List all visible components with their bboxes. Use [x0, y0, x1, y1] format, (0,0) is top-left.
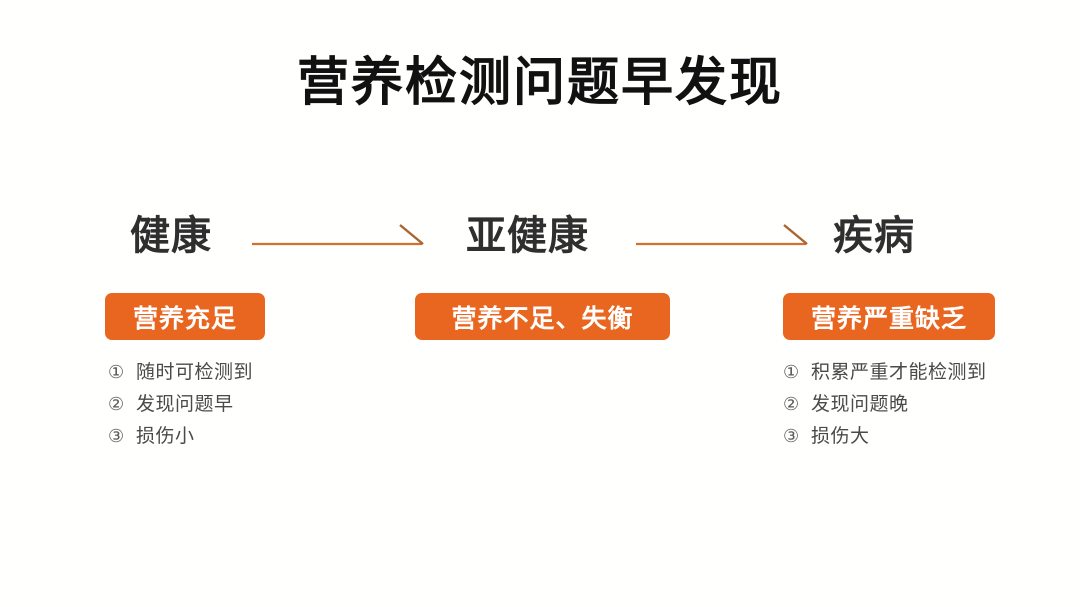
list-item: ② 发现问题晚	[783, 388, 987, 420]
stage-heading-health: 健康	[130, 214, 212, 258]
bullet-list-disease: ① 积累严重才能检测到 ② 发现问题晚 ③ 损伤大	[783, 356, 987, 452]
list-item-label: 损伤小	[136, 426, 195, 447]
status-badge-adequate-nutrition: 营养充足	[105, 293, 265, 340]
list-marker-icon: ①	[783, 362, 800, 382]
list-item-label: 随时可检测到	[136, 362, 254, 383]
list-marker-icon: ②	[783, 394, 800, 414]
list-item-label: 发现问题晚	[811, 394, 909, 415]
list-item: ② 发现问题早	[108, 388, 253, 420]
list-item-label: 积累严重才能检测到	[811, 362, 987, 383]
page-title: 营养检测问题早发现	[296, 54, 783, 112]
list-item: ③ 损伤小	[108, 420, 253, 452]
list-item-label: 发现问题早	[136, 394, 234, 415]
list-item: ① 随时可检测到	[108, 356, 253, 388]
list-item: ① 积累严重才能检测到	[783, 356, 987, 388]
arrow-health-to-subhealth	[252, 222, 424, 252]
bullet-list-health: ① 随时可检测到 ② 发现问题早 ③ 损伤小	[108, 356, 253, 452]
list-marker-icon: ②	[108, 394, 125, 414]
arrow-subhealth-to-disease	[636, 222, 808, 252]
status-badge-severe-deficiency: 营养严重缺乏	[783, 293, 995, 340]
stage-heading-subhealth: 亚健康	[466, 214, 589, 258]
list-marker-icon: ③	[783, 426, 800, 446]
list-marker-icon: ①	[108, 362, 125, 382]
status-badge-insufficient-nutrition: 营养不足、失衡	[415, 293, 670, 340]
stage-heading-disease: 疾病	[833, 214, 915, 258]
list-marker-icon: ③	[108, 426, 125, 446]
list-item: ③ 损伤大	[783, 420, 987, 452]
list-item-label: 损伤大	[811, 426, 870, 447]
